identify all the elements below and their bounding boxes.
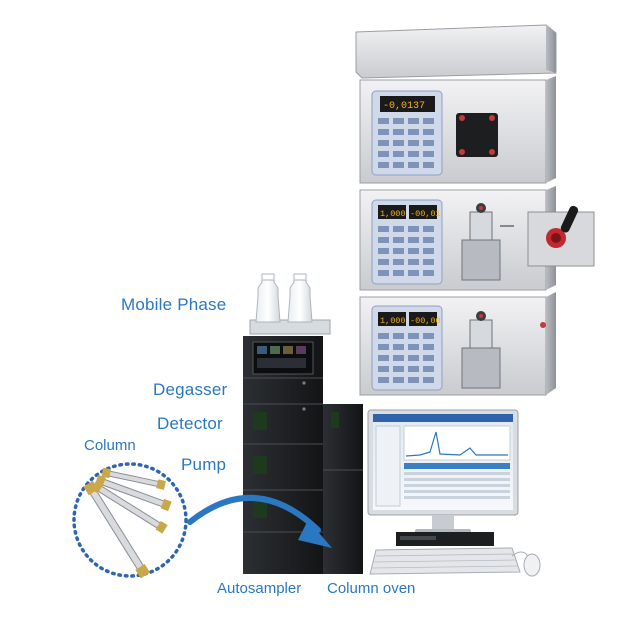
- silver-hplc-stack: -0,0137 1,000 -00,01: [355, 24, 595, 396]
- flow-cell-box: [456, 113, 498, 157]
- label-degasser: Degasser: [153, 380, 228, 399]
- monitor: [367, 409, 519, 535]
- status-indicator: [253, 456, 267, 474]
- lcd-readout: -0,0137: [383, 101, 425, 112]
- column-tubes: [83, 467, 172, 579]
- lcd-readout: 1,000: [380, 316, 406, 326]
- lcd-readout: -00,00: [410, 316, 441, 326]
- keypad-buttons: [378, 226, 434, 276]
- column-oven-unit: [323, 404, 363, 574]
- flow-arrow: [187, 494, 332, 548]
- lcd-readout: 1,000: [380, 209, 406, 219]
- keypad-buttons: [378, 333, 434, 383]
- pump-module-a: 1,000 -00,01: [359, 186, 595, 291]
- status-indicator: [253, 500, 267, 518]
- stack-top-cover: [355, 24, 557, 79]
- black-hplc-stack: [243, 273, 363, 574]
- touch-screen: [252, 341, 314, 375]
- mobile-phase-bottles: [249, 273, 331, 335]
- pump-head: [461, 203, 514, 281]
- injection-valve: [527, 205, 595, 267]
- label-autosampler: Autosampler: [217, 580, 302, 597]
- lcd-readout: -00,01: [410, 209, 441, 219]
- computer-workstation: [367, 409, 541, 577]
- keypad-buttons: [378, 118, 434, 168]
- keyboard: [369, 547, 521, 575]
- desktop-tower: [396, 532, 494, 546]
- columns-callout: [72, 462, 188, 579]
- label-mobile-phase: Mobile Phase: [121, 295, 227, 314]
- label-pump: Pump: [181, 455, 227, 474]
- label-detector: Detector: [157, 414, 223, 433]
- dotted-circle: [72, 462, 188, 578]
- label-column: Column: [84, 437, 136, 454]
- lcd-display: [380, 96, 435, 112]
- arrow-head: [298, 520, 332, 548]
- status-indicator: [253, 412, 267, 430]
- detector-module: -0,0137: [359, 76, 556, 184]
- pump-module-b: 1,000 -00,00: [359, 292, 556, 396]
- mouse: [511, 551, 541, 577]
- label-column-oven: Column oven: [327, 580, 416, 597]
- pump-head: [461, 311, 501, 389]
